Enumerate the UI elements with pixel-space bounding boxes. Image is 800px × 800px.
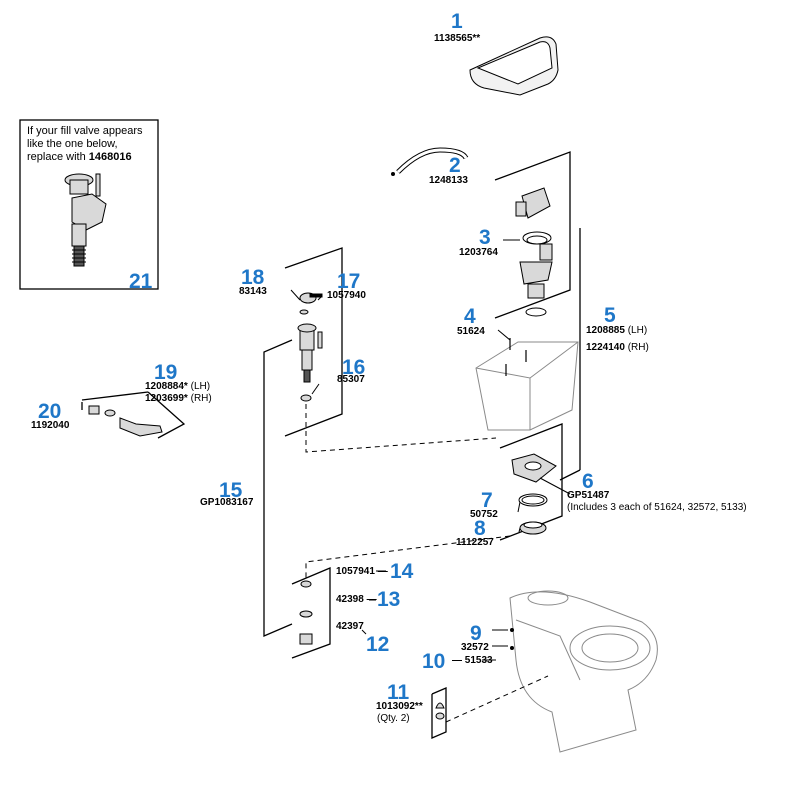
callout-14-number: 14 (390, 560, 414, 583)
callout-12-number: 12 (366, 633, 390, 656)
callout-14-part: 1057941 — (336, 566, 388, 577)
inset-note: If your fill valve appears like the one … (27, 125, 145, 164)
callout-8-part: 1112257 (456, 537, 494, 548)
callout-5-part-rh: 1224140 (RH) (586, 342, 649, 353)
callout-20-part: 1192040 (31, 420, 70, 431)
tank-illustration (475, 341, 579, 431)
bracket-15 (263, 339, 293, 637)
assembly-guide-lines (305, 404, 549, 723)
inset-note-line-2: like the one below, (27, 138, 118, 150)
handle-illustration (88, 405, 163, 437)
callout-19-number: 19 (154, 361, 178, 384)
inset-box (19, 119, 159, 290)
callout-10-part: — 51533 (452, 655, 493, 666)
bolt-cap-illustration (435, 702, 445, 720)
callout-8-number: 8 (474, 517, 486, 540)
inset-fill-valve-illustration (64, 173, 107, 267)
leader-lines (290, 239, 571, 661)
fill-valve-frame (284, 247, 343, 437)
flush-valve-illustration (515, 187, 553, 317)
callout-9-number: 9 (470, 622, 482, 645)
callout-6-note: (Includes 3 each of 51624, 32572, 5133) (567, 502, 747, 513)
hardware-frame (291, 567, 331, 659)
callout-6-part: GP51487 (567, 490, 610, 501)
inset-note-line-3: replace with (27, 151, 89, 163)
callout-10-number: 10 (422, 650, 446, 673)
toilet-bowl-illustration (509, 590, 658, 753)
flush-valve-frame (494, 151, 571, 319)
callout-20-number: 20 (38, 400, 62, 423)
callout-18-part: 83143 (239, 286, 267, 297)
hardware-illustration (299, 580, 313, 645)
callout-11-number: 11 (387, 681, 410, 704)
callout-1-number: 1 (451, 10, 463, 33)
callout-3-number: 3 (479, 226, 491, 249)
bolt-cap-frame (431, 687, 447, 739)
callout-13-part: 42398 — (336, 594, 377, 605)
callout-15-number: 15 (219, 479, 243, 502)
inset-note-line-1: If your fill valve appears (27, 125, 143, 137)
callout-13-number: 13 (377, 588, 401, 611)
callout-11-part: 1013092** (376, 701, 423, 712)
tank-lid-illustration (469, 36, 559, 96)
callout-7-number: 7 (481, 489, 493, 512)
inset-replacement-part: 1468016 (88, 151, 132, 163)
callout-2-number: 2 (449, 154, 461, 177)
bowl-hardware (510, 628, 514, 650)
callout-12-part: 42397 (336, 621, 364, 632)
callout-6-number: 6 (582, 470, 594, 493)
gasket-illustration (511, 453, 557, 535)
callout-21-number: 21 (129, 270, 153, 293)
callout-19-part-rh: 1203699* (RH) (145, 393, 212, 404)
callout-11-note: (Qty. 2) (377, 713, 410, 724)
callout-3-part: 1203764 (459, 247, 498, 258)
callout-15-part: GP1083167 (200, 497, 254, 508)
callout-4-number: 4 (464, 305, 476, 328)
callout-4-part: 51624 (457, 326, 485, 337)
callout-5-number: 5 (604, 304, 616, 327)
fill-valve-illustration (297, 292, 323, 402)
callout-16-number: 16 (342, 356, 366, 379)
callout-1-part: 1138565** (434, 33, 481, 44)
callout-9-part: 32572 (461, 642, 489, 653)
callout-2-part: 1248133 (429, 175, 468, 186)
handle-frame (81, 391, 186, 439)
callout-5-part-lh: 1208885 (LH) (586, 325, 648, 336)
callout-17-part: 1057940 (327, 290, 366, 301)
callout-16-part: 85307 (337, 374, 365, 385)
callout-19-part-lh: 1208884* (LH) (145, 381, 211, 392)
callout-18-number: 18 (241, 266, 265, 289)
callout-17-number: 17 (337, 270, 361, 293)
callout-7-part: 50752 (470, 509, 498, 520)
